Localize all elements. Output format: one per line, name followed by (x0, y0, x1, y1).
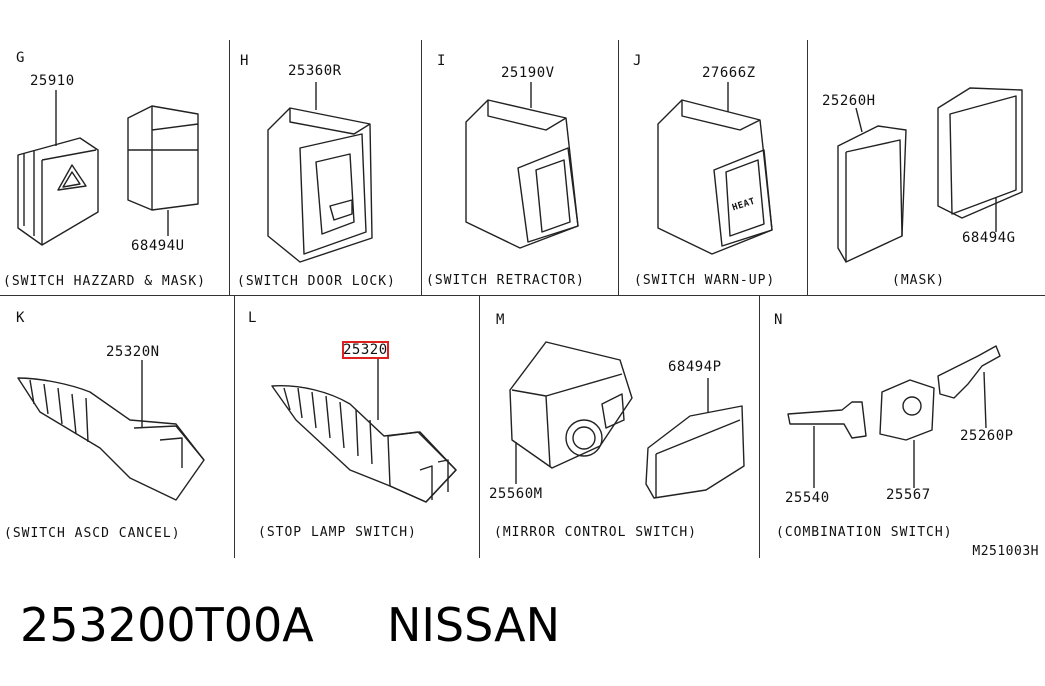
part-number-68494p[interactable]: 68494P (668, 359, 722, 375)
part-number-25320n[interactable]: 25320N (106, 344, 160, 360)
divider (807, 40, 808, 295)
part-number-25560m[interactable]: 25560M (489, 486, 543, 502)
part-number-25360r[interactable]: 25360R (288, 63, 342, 79)
combination-switch-drawing (787, 345, 1001, 488)
panel-letter-i: I (437, 53, 446, 69)
panel-caption-mask: (MASK) (892, 273, 945, 288)
divider (479, 296, 480, 558)
panel-letter-l: L (248, 310, 257, 326)
part-number-25540[interactable]: 25540 (785, 490, 830, 506)
panel-letter-g: G (16, 50, 25, 66)
panel-caption-i: (SWITCH RETRACTOR) (426, 273, 585, 288)
hazard-switch-drawing (17, 90, 99, 246)
panel-letter-j: J (633, 53, 642, 69)
divider (229, 40, 230, 295)
parts-diagram: G 25910 68494U (SWITCH HAZZARD & MASK) H… (0, 40, 1045, 559)
part-number-25910[interactable]: 25910 (30, 73, 75, 89)
panel-letter-h: H (240, 53, 249, 69)
stop-lamp-switch-drawing (271, 358, 457, 503)
divider (0, 295, 1045, 296)
divider (618, 40, 619, 295)
mirror-control-switch-drawing (509, 341, 633, 484)
part-number-title: 253200T00A (20, 598, 314, 652)
mask-68494p-drawing (645, 378, 745, 499)
panel-caption-j: (SWITCH WARN-UP) (634, 273, 776, 288)
retractor-switch-drawing (465, 82, 579, 249)
part-number-25320-highlighted[interactable]: 25320 (342, 341, 389, 359)
part-number-25260h[interactable]: 25260H (822, 93, 876, 109)
door-lock-switch-drawing (267, 82, 373, 263)
part-number-27666z[interactable]: 27666Z (702, 65, 756, 81)
part-number-68494u[interactable]: 68494U (131, 238, 185, 254)
panel-caption-m: (MIRROR CONTROL SWITCH) (494, 525, 698, 540)
mask-68494g-drawing (937, 87, 1023, 232)
panel-caption-l: (STOP LAMP SWITCH) (258, 525, 417, 540)
listing-title: 253200T00A NISSAN (20, 598, 560, 652)
panel-letter-k: K (16, 310, 25, 326)
parts-illustration (17, 82, 1023, 503)
diagram-reference: M251003H (972, 544, 1039, 559)
warm-up-switch-drawing (657, 82, 773, 255)
part-number-25190v[interactable]: 25190V (501, 65, 555, 81)
panel-letter-m: M (496, 312, 505, 328)
mask-25260h-drawing (837, 107, 907, 263)
panel-caption-n: (COMBINATION SWITCH) (776, 525, 953, 540)
panel-caption-g: (SWITCH HAZZARD & MASK) (3, 274, 207, 289)
part-number-68494g[interactable]: 68494G (962, 230, 1016, 246)
panel-caption-h: (SWITCH DOOR LOCK) (237, 274, 396, 289)
part-number-25567[interactable]: 25567 (886, 487, 931, 503)
panel-caption-k: (SWITCH ASCD CANCEL) (4, 526, 181, 541)
mask-68494u-drawing (127, 105, 199, 236)
panel-letter-n: N (774, 312, 783, 328)
ascd-cancel-switch-drawing (17, 360, 205, 501)
brand-name: NISSAN (386, 598, 561, 652)
divider (421, 40, 422, 295)
divider (759, 296, 760, 558)
divider (234, 296, 235, 558)
part-number-25260p[interactable]: 25260P (960, 428, 1014, 444)
